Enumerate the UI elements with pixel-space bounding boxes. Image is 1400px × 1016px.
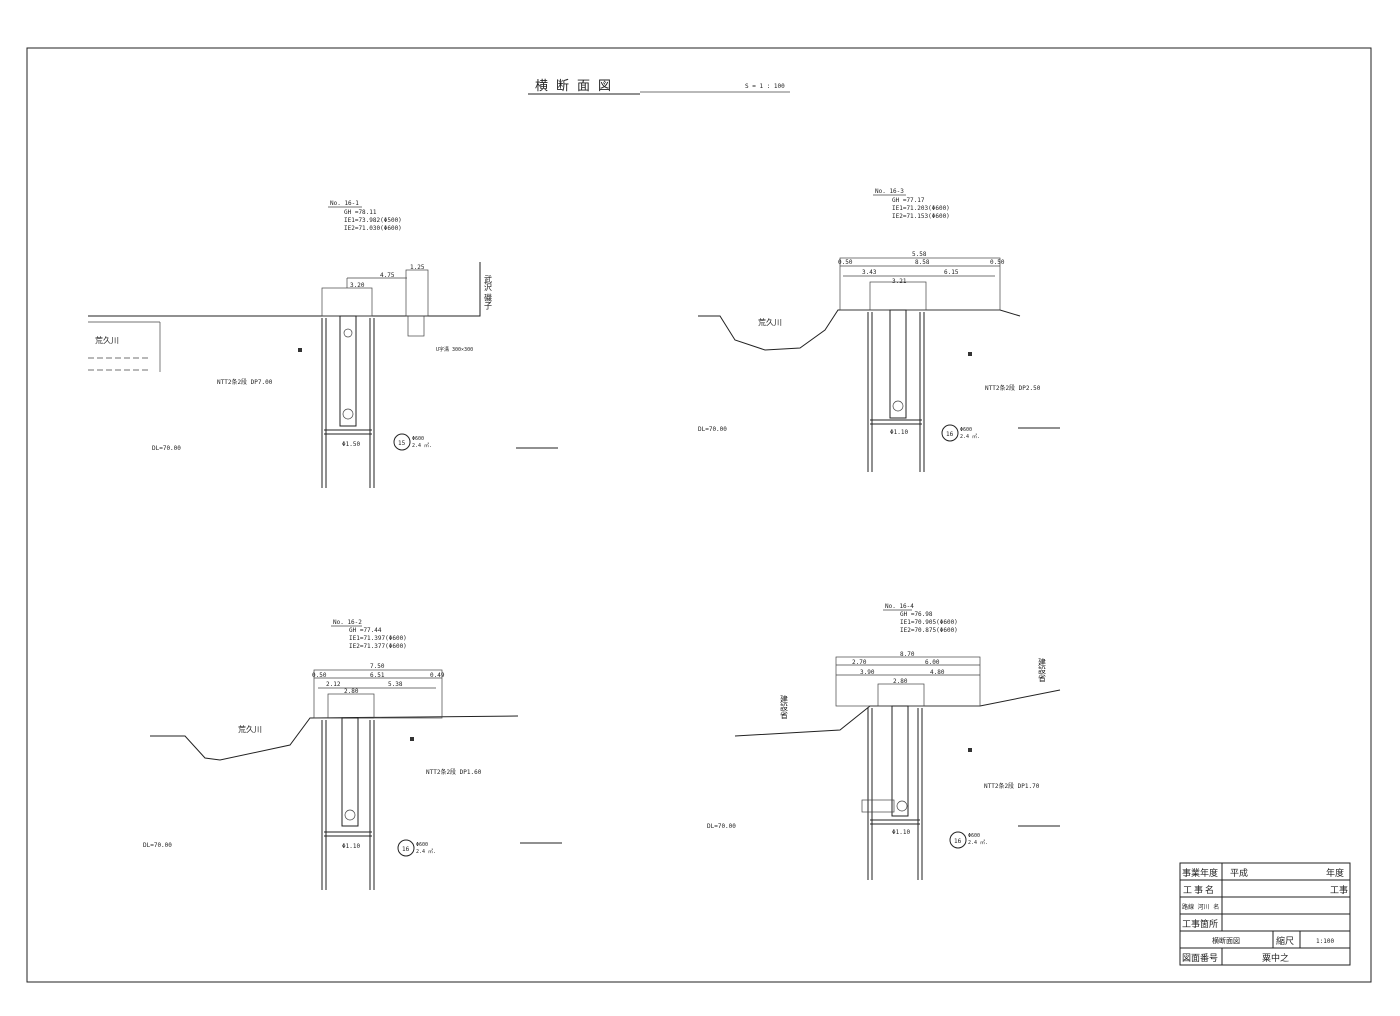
manhole-spec: 2.4 ㎡. [412, 442, 432, 449]
dim: 0.50 [990, 259, 1005, 266]
bottom-dim: Φ1.10 [890, 429, 908, 436]
manhole-spec: Φ600 [412, 436, 424, 442]
dim: 0.49 [430, 672, 445, 679]
year-suffix: 年度 [1326, 867, 1344, 879]
manhole-number: 16 [402, 846, 410, 853]
section-no: No. 16-1 [330, 200, 359, 207]
manhole-spec: Φ600 [960, 427, 972, 433]
gh-value: GH =77.44 [349, 627, 382, 634]
gh-value: GH =78.11 [344, 209, 377, 216]
datum-label: DL=70.00 [698, 426, 727, 433]
side-label: 武沢 磯子 [484, 274, 493, 310]
dim: 3.20 [350, 282, 365, 289]
section-no: No. 16-2 [333, 619, 362, 626]
bottom-dim: Φ1.10 [342, 843, 360, 850]
year-era: 平成 [1230, 867, 1248, 879]
title-block: 事業年度 平成 年度 工事名 工事 路線 河川 名 工事箇所 横断面図 縮尺 1… [1179, 862, 1351, 966]
bottom-dim: Φ1.50 [342, 441, 360, 448]
work-label: 工事名 [1183, 884, 1216, 896]
title-text: 横断面図 [535, 79, 619, 94]
manhole-number: 16 [954, 838, 962, 845]
ie1-value: IE1=73.982(Φ500) [344, 217, 402, 224]
datum-label: DL=70.00 [707, 823, 736, 830]
datum-label: DL=70.00 [152, 445, 181, 452]
manhole-spec: 2.4 ㎡. [416, 848, 436, 855]
dim: 4.75 [380, 272, 395, 279]
river-label: 荒久川 [758, 317, 782, 327]
manhole-number: 15 [398, 440, 406, 447]
dim: 5.38 [388, 681, 403, 688]
section-16-4: No. 16-4 GH =76.98 IE1=70.905(Φ600) IE2=… [707, 603, 1061, 880]
section-16-1: No. 16-1 GH =78.11 IE1=73.982(Φ500) IE2=… [88, 200, 558, 488]
number-value: 粟中之 [1262, 952, 1289, 964]
ie2-value: IE2=71.030(Φ600) [344, 225, 402, 232]
dim: 7.50 [370, 663, 385, 670]
manhole-number: 16 [946, 431, 954, 438]
river-label: 荒久川 [238, 724, 262, 734]
ie2-value: IE2=71.377(Φ600) [349, 643, 407, 650]
number-label: 図面番号 [1182, 952, 1218, 964]
dim: 2.70 [852, 659, 867, 666]
gh-value: GH =77.17 [892, 197, 925, 204]
side-label: 建設省 [780, 694, 789, 720]
ditch-label: U字溝 300×300 [436, 346, 473, 353]
work-suffix: 工事 [1330, 884, 1348, 896]
dim: 6.51 [370, 672, 385, 679]
manhole-spec: 2.4 ㎡. [960, 433, 980, 440]
dim: 3.43 [862, 269, 877, 276]
section-16-3: No. 16-3 GH =77.17 IE1=71.203(Φ600) IE2=… [698, 188, 1060, 472]
sheet-border [26, 47, 1372, 983]
dim: 2.12 [326, 681, 341, 688]
dim: 6.00 [925, 659, 940, 666]
ntt-label: NTT2条2段 DP2.50 [985, 384, 1041, 392]
dim: 0.50 [312, 672, 327, 679]
section-16-2: No. 16-2 GH =77.44 IE1=71.397(Φ600) IE2=… [143, 619, 562, 890]
ie2-value: IE2=70.875(Φ600) [900, 627, 958, 634]
dim: 8.58 [915, 259, 930, 266]
manhole-spec: Φ600 [968, 833, 980, 839]
section-no: No. 16-4 [885, 603, 914, 610]
manhole-spec: 2.4 ㎡. [968, 839, 988, 846]
scale-label: 縮尺 [1276, 935, 1294, 947]
scale-text: S = 1 : 100 [745, 83, 785, 90]
datum-label: DL=70.00 [143, 842, 172, 849]
ie2-value: IE2=71.153(Φ600) [892, 213, 950, 220]
route-label: 路線 河川 名 [1182, 903, 1219, 911]
dim: 4.80 [930, 669, 945, 676]
site-label: 工事箇所 [1182, 918, 1218, 930]
dim: 2.80 [344, 688, 359, 695]
dim: 5.58 [912, 251, 927, 258]
year-label: 事業年度 [1182, 867, 1218, 879]
dim: 8.70 [900, 651, 915, 658]
section-no: No. 16-3 [875, 188, 904, 195]
bottom-dim: Φ1.10 [892, 829, 910, 836]
scale-value: 1:100 [1316, 938, 1334, 945]
ntt-label: NTT2条2段 DP7.00 [217, 378, 273, 386]
drawing-title: 横断面図 S = 1 : 100 [528, 79, 790, 95]
dim: 3.21 [892, 278, 907, 285]
dim: 6.15 [944, 269, 959, 276]
side-label: 建設省 [1038, 657, 1047, 683]
dim: 2.80 [893, 678, 908, 685]
ie1-value: IE1=71.203(Φ600) [892, 205, 950, 212]
ntt-label: NTT2条2段 DP1.60 [426, 768, 482, 776]
manhole-spec: Φ600 [416, 842, 428, 848]
drawing-name: 横断面図 [1212, 936, 1240, 945]
river-label: 荒久川 [95, 335, 119, 345]
ntt-label: NTT2条2段 DP1.70 [984, 782, 1040, 790]
dim: 0.50 [838, 259, 853, 266]
dim: 1.25 [410, 264, 425, 271]
dim: 3.90 [860, 669, 875, 676]
ie1-value: IE1=71.397(Φ600) [349, 635, 407, 642]
ie1-value: IE1=70.905(Φ600) [900, 619, 958, 626]
gh-value: GH =76.98 [900, 611, 933, 618]
